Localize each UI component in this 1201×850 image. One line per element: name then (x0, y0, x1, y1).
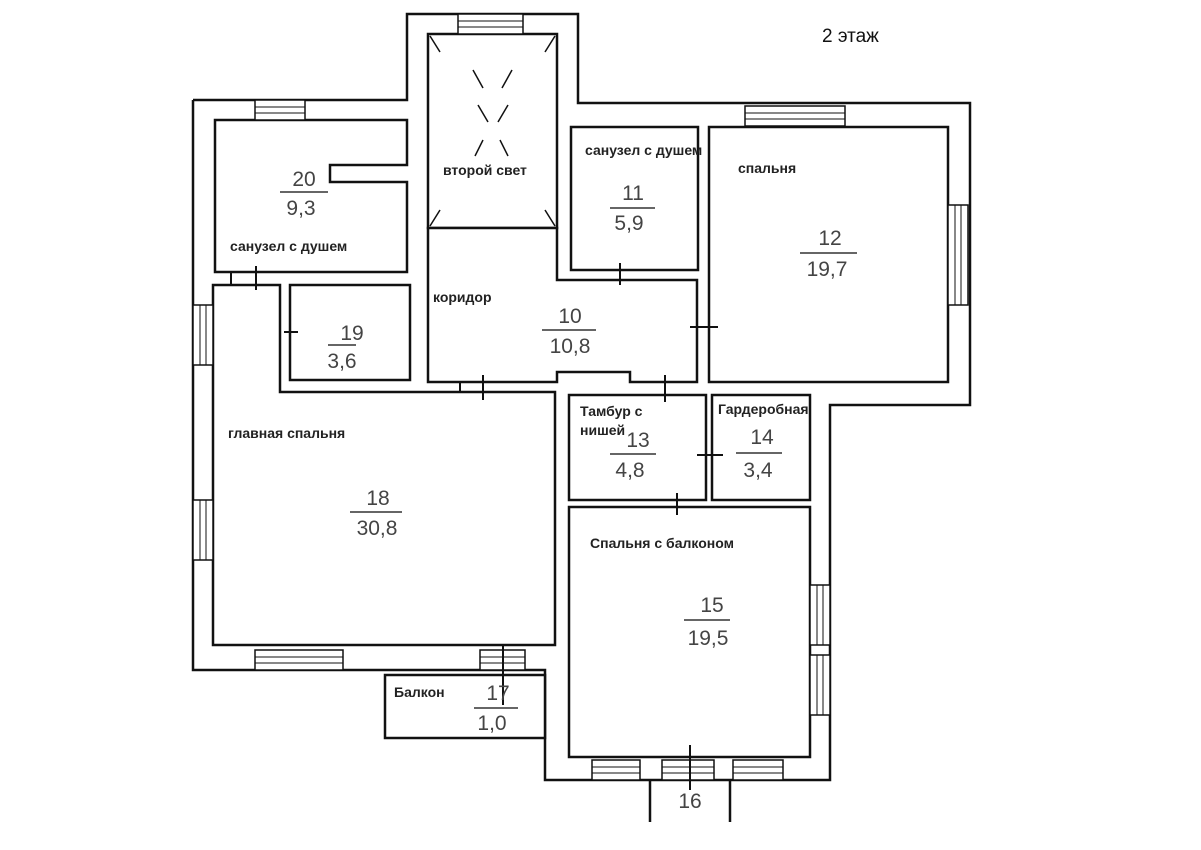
room-14-label: Гардеробная (718, 401, 809, 417)
room-11-number: 11 5,9 (610, 182, 655, 235)
room-19-id: 19 (340, 322, 363, 345)
room-18-number: 18 30,8 (350, 487, 402, 540)
room-17-number: 17 1,0 (474, 682, 518, 735)
void-cross-marks (429, 35, 556, 227)
room-11-label: санузел с душем (585, 142, 702, 158)
room-20 (213, 118, 409, 274)
room-12-id: 12 (818, 227, 841, 250)
room-second-light-label: второй свет (443, 162, 527, 178)
room-14 (710, 393, 812, 502)
room-18-area: 30,8 (357, 517, 398, 540)
room-20-label: санузел с душем (230, 238, 347, 254)
room-11-id: 11 (622, 182, 644, 205)
room-17-area: 1,0 (477, 712, 506, 735)
room-12-number: 12 19,7 (800, 227, 857, 281)
room-13-number: 13 4,8 (610, 429, 656, 482)
room-13-label-box: Тамбур с нишей (580, 403, 643, 438)
room-20-number: 20 9,3 (280, 168, 328, 220)
room-10-id: 10 (558, 305, 581, 328)
room-10 (426, 226, 699, 384)
room-14-id: 14 (750, 426, 774, 449)
room-18-id: 18 (366, 487, 389, 510)
room-11-area: 5,9 (614, 212, 643, 235)
room-12-area: 19,7 (807, 258, 848, 281)
room-10-number: 10 10,8 (542, 305, 596, 358)
room-15 (567, 505, 812, 759)
room-12-label: спальня (738, 160, 796, 176)
room-12 (707, 125, 950, 384)
room-20-id: 20 (292, 168, 315, 191)
room-19-area: 3,6 (327, 350, 356, 373)
room-18-label: главная спальня (228, 425, 345, 441)
room-16-id: 16 (678, 790, 701, 813)
room-10-label: коридор (433, 289, 492, 305)
room-15-number: 15 19,5 (684, 594, 730, 650)
door-marks (230, 263, 723, 790)
room-17 (383, 673, 547, 740)
room-13 (567, 393, 708, 502)
room-11 (569, 125, 700, 272)
room-13-area: 4,8 (615, 459, 644, 482)
room-17-label: Балкон (394, 684, 445, 700)
room-13-id: 13 (626, 429, 649, 452)
room-second-light (426, 32, 559, 230)
room-13-label: Тамбур с нишей (580, 403, 643, 438)
floor-title: 2 этаж (822, 26, 879, 47)
outer-wall (191, 12, 972, 782)
room-19 (288, 283, 412, 382)
room-15-area: 19,5 (688, 627, 729, 650)
room-18 (211, 283, 557, 647)
room-19-number: 19 3,6 (327, 322, 363, 373)
room-20-area: 9,3 (286, 197, 315, 220)
room-10-area: 10,8 (550, 335, 591, 358)
room-15-label: Спальня с балконом (590, 535, 734, 551)
room-17-id: 17 (486, 682, 509, 705)
room-14-area: 3,4 (743, 459, 773, 482)
windows (192, 13, 969, 781)
room-14-number: 14 3,4 (736, 426, 782, 482)
room-15-id: 15 (700, 594, 723, 617)
